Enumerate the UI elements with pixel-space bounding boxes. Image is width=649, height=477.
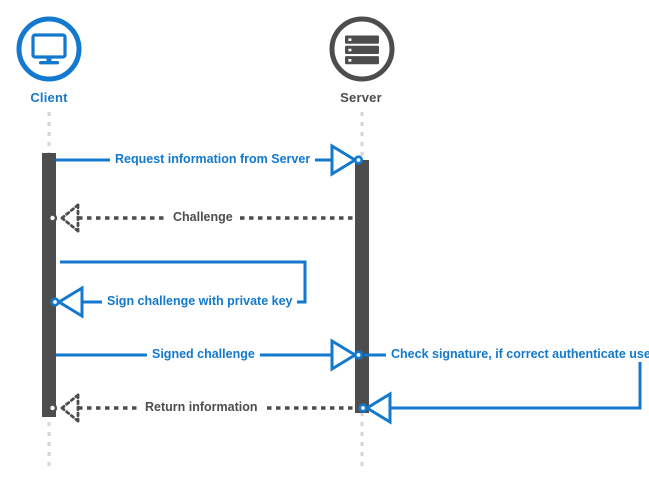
- activation-bar-client: [42, 153, 56, 417]
- message-challenge: [47, 203, 362, 233]
- message-label-return-information: Return information: [140, 400, 263, 415]
- actor-label-client: Client: [30, 90, 68, 105]
- message-label-signed-challenge: Signed challenge: [147, 347, 260, 362]
- message-label-request-information: Request information from Server: [110, 152, 316, 167]
- message-check-signature: [358, 353, 642, 425]
- server-rack-icon: [329, 16, 395, 82]
- message-label-challenge: Challenge: [168, 210, 238, 225]
- monitor-icon: [16, 16, 82, 82]
- message-label-sign-challenge: Sign challenge with private key: [102, 294, 298, 309]
- actor-label-server: Server: [340, 90, 382, 105]
- activation-bar-server: [355, 160, 369, 413]
- message-label-check-signature: Check signature, if correct authenticate…: [386, 347, 649, 362]
